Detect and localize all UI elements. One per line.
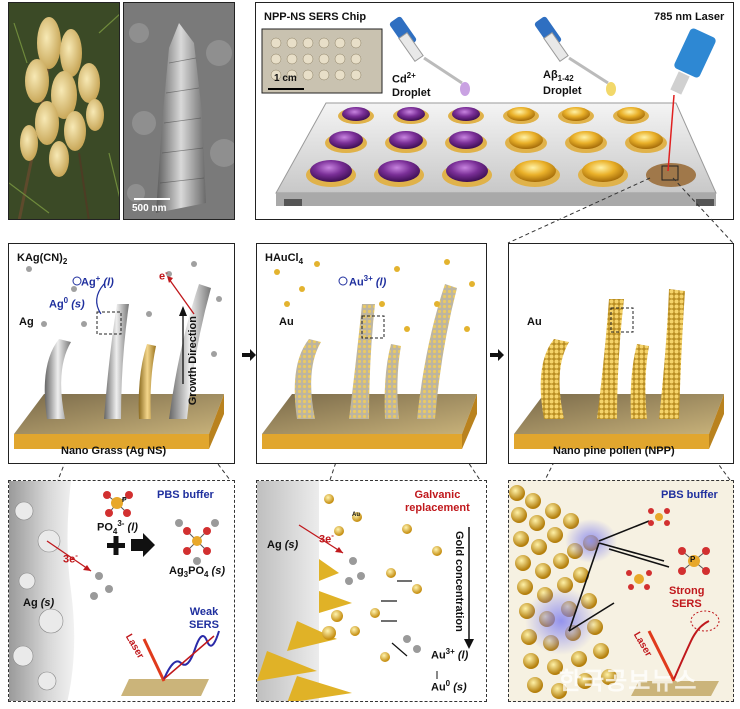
pipette-abeta-icon <box>534 16 616 96</box>
pine-pollen-illustration <box>9 3 119 219</box>
ag-solid-label-1: Ag (s) <box>23 597 55 609</box>
sem-scale-bar-label: 500 nm <box>132 203 167 214</box>
laser-label: 785 nm Laser <box>654 11 725 23</box>
sem-image: 500 nm <box>123 2 235 220</box>
phosphate-molecule-icon <box>103 491 133 517</box>
panel-ag-nanograss: KAg(CN)2 Ag+ (l) Ag0 (s) e- Ag Growth Di… <box>8 243 235 464</box>
ag-solid-label-2: Ag (s) <box>267 539 299 551</box>
npp-caption: Nano pine pollen (NPP) <box>553 445 675 457</box>
phosphate-molecule-icon-small <box>648 508 670 526</box>
ag-phosphate-illustration <box>9 481 220 701</box>
phosphate-molecule-icon-mid <box>626 570 652 590</box>
growth-direction-label: Growth Direction <box>187 316 199 406</box>
electrons-label-1: 3e- <box>63 551 78 566</box>
phosphate-molecule-icon-large <box>678 547 710 575</box>
npp-illustration <box>514 289 724 449</box>
au3-label: Au3+ (l) <box>431 647 469 662</box>
panel-au-galvanic: HAuCl4 Au3+ (l) Au <box>256 243 487 464</box>
au-material-label: Au <box>279 316 294 328</box>
pine-pollen-photo <box>8 2 120 220</box>
p-atom-label-1: P <box>122 497 127 504</box>
pbs-buffer-label-1: PBS buffer <box>157 489 214 501</box>
ag3po4-molecule-icon <box>175 519 219 565</box>
galvanic-illustration <box>257 481 474 701</box>
gold-concentration-label: Gold concentration <box>453 531 465 632</box>
inset-scale-label: 1 cm <box>274 73 297 84</box>
pbs-buffer-label-2: PBS buffer <box>661 489 718 501</box>
zoom-ag-phosphate: PBS buffer P PO43- (l) 3e- Ag (s) Ag3PO4… <box>8 480 235 702</box>
droplet-abeta-label: Aβ1-42 Droplet <box>543 69 582 98</box>
npp-sers-illustration <box>509 485 720 699</box>
panel-npp: Au Nano pine pollen (NPP) <box>508 243 734 464</box>
ag-ion-label: Ag+ (l) <box>81 274 114 289</box>
p-atom-label-2: P <box>690 555 696 564</box>
pipette-cd-icon <box>389 16 470 96</box>
ag-nanograss-illustration <box>14 261 224 449</box>
sers-chip-illustration <box>261 16 717 206</box>
au-ion-label: Au3+ (l) <box>349 274 387 289</box>
chip-title: NPP-NS SERS Chip <box>264 11 367 23</box>
au-reagent-label: HAuCl4 <box>265 252 304 267</box>
ag3po4-label: Ag3PO4 (s) <box>169 565 225 580</box>
au-coated-illustration <box>262 259 477 449</box>
ag-material-label: Ag <box>19 316 34 328</box>
ag-metal-label: Ag0 (s) <box>49 296 85 311</box>
sem-nanostructure <box>124 3 234 219</box>
electron-label: e- <box>159 268 168 283</box>
au-particle-label: Au <box>352 512 360 518</box>
phosphate-label: PO43- (l) <box>97 519 138 536</box>
watermark: 한국공보뉴스 <box>559 668 698 695</box>
laser-source-icon <box>667 28 716 172</box>
npp-material-label: Au <box>527 316 542 328</box>
ag-caption: Nano Grass (Ag NS) <box>61 445 167 457</box>
ag-reagent-label: KAg(CN)2 <box>17 252 68 267</box>
sers-chip-panel: NPP-NS SERS Chip 1 cm Cd2+ Droplet Aβ1-4… <box>255 2 734 220</box>
chip-wells <box>306 107 696 187</box>
au0-label: Au0 (s) <box>431 679 467 694</box>
droplet-cd-label: Cd2+ Droplet <box>392 71 431 99</box>
electrons-label-2: 3e- <box>319 531 334 546</box>
